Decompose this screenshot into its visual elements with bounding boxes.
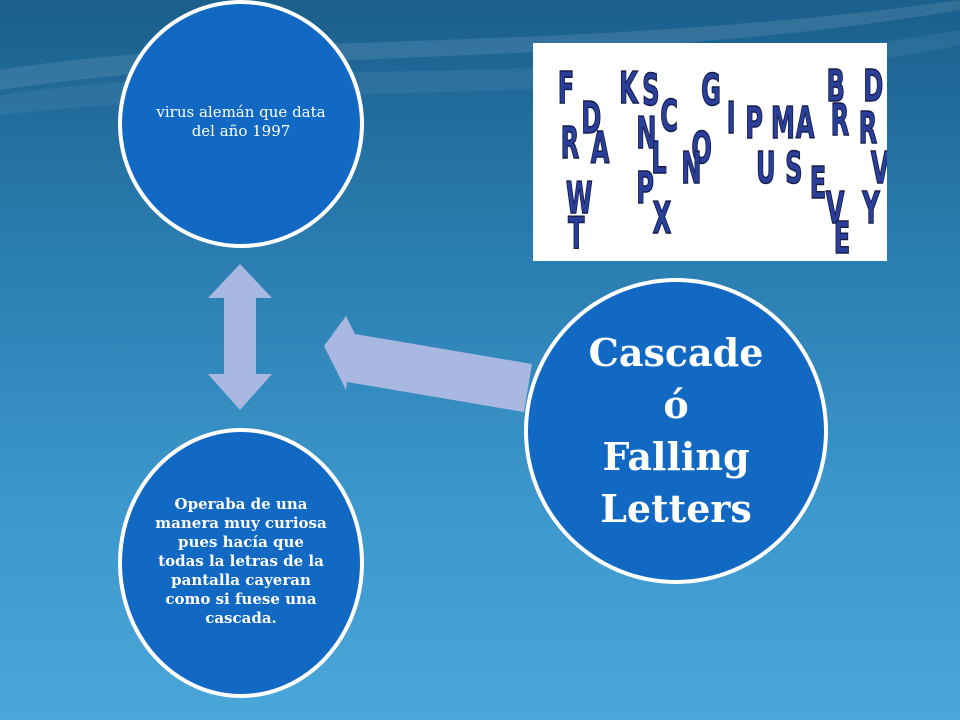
circle-top: virus alemán que data del año 1997 bbox=[118, 0, 364, 248]
falling-letter: P bbox=[636, 163, 654, 214]
falling-letter: M bbox=[771, 98, 795, 149]
double-arrow-vertical bbox=[208, 264, 272, 410]
bottom-circle-text: Operaba de una manera muy curiosa pues h… bbox=[155, 494, 327, 627]
center-circle-text: Cascade ó Falling Letters bbox=[551, 327, 801, 535]
falling-letter: L bbox=[651, 133, 666, 184]
falling-letter: V bbox=[826, 183, 845, 234]
falling-letter: B bbox=[827, 61, 845, 112]
falling-letter: R bbox=[561, 118, 580, 169]
falling-letter: G bbox=[701, 65, 721, 116]
falling-letter: D bbox=[863, 61, 883, 112]
falling-letter: E bbox=[834, 213, 851, 261]
falling-letter: C bbox=[660, 91, 678, 142]
center-line-2: ó bbox=[663, 382, 689, 427]
falling-letter: I bbox=[727, 93, 736, 144]
arrow-left bbox=[324, 316, 532, 412]
falling-letter: S bbox=[642, 65, 659, 116]
falling-letters-art: FDRAWTKSNLCPXONGIPMAUSEVRBDRVYE bbox=[557, 61, 887, 261]
center-line-1: Cascade bbox=[588, 330, 764, 375]
falling-letter: T bbox=[568, 208, 585, 259]
falling-letter: O bbox=[691, 123, 712, 174]
falling-letter: S bbox=[785, 143, 802, 194]
falling-letter: E bbox=[810, 158, 827, 209]
circle-bottom: Operaba de una manera muy curiosa pues h… bbox=[118, 428, 364, 698]
falling-letter: F bbox=[558, 63, 575, 114]
falling-letter: K bbox=[619, 63, 639, 114]
falling-letter: P bbox=[745, 98, 763, 149]
falling-letter: A bbox=[591, 123, 610, 174]
top-circle-text: virus alemán que data del año 1997 bbox=[156, 103, 326, 140]
falling-letter: X bbox=[653, 193, 672, 244]
falling-letters-image: FDRAWTKSNLCPXONGIPMAUSEVRBDRVYE bbox=[533, 43, 887, 261]
falling-letter: U bbox=[756, 143, 776, 194]
center-line-4: Letters bbox=[600, 486, 752, 531]
falling-letter: V bbox=[871, 143, 887, 194]
falling-letter: Y bbox=[862, 183, 881, 234]
falling-letter: A bbox=[796, 98, 815, 149]
falling-letter: N bbox=[636, 108, 656, 159]
falling-letter: D bbox=[581, 93, 601, 144]
circle-center: Cascade ó Falling Letters bbox=[524, 278, 828, 584]
falling-letter: W bbox=[566, 173, 593, 224]
center-line-3: Falling bbox=[602, 434, 750, 479]
falling-letter: R bbox=[859, 103, 878, 154]
falling-letter: N bbox=[681, 143, 701, 194]
falling-letter: R bbox=[831, 95, 850, 146]
